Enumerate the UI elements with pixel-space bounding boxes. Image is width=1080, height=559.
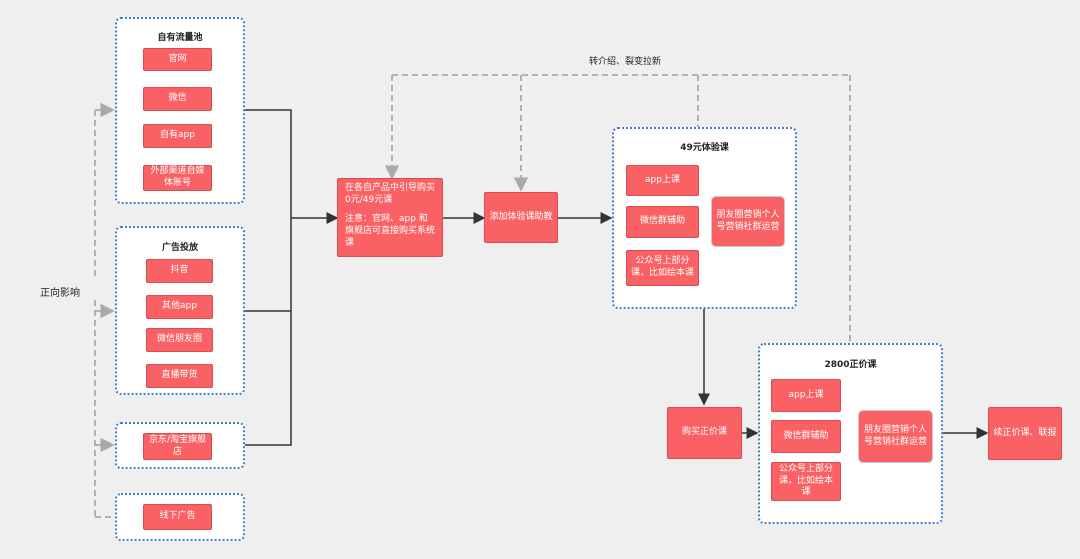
- solid-connectors: [245, 109, 989, 446]
- positive-influence-lines: [94, 102, 115, 518]
- guide-title-text: 在各自产品中引导购买0元/49元课: [345, 183, 436, 205]
- node-wechat: 微信: [143, 87, 212, 111]
- group-own-traffic-title: 自有流量池: [157, 33, 203, 43]
- node-trial-official-account: 公众号上部分课，比如绘本课: [626, 250, 699, 286]
- referral-label: 转介绍、裂变拉新: [589, 57, 662, 67]
- node-offline-ads: 线下广告: [143, 504, 212, 530]
- node-flagship-store: 京东/淘宝旗舰店: [143, 433, 212, 460]
- group-ads-title: 广告投放: [161, 243, 198, 253]
- node-renew: 续正价课、联报: [988, 407, 1062, 460]
- node-official-site: 官网: [143, 48, 212, 71]
- node-external-media: 外部渠道自媒体账号: [143, 165, 212, 191]
- node-full-marketing: 朋友圈营销个人号营销社群运营: [858, 410, 933, 463]
- referral-loop: [384, 74, 851, 343]
- node-other-app: 其他app: [146, 295, 213, 319]
- group-trial-title: 49元体验课: [680, 143, 729, 153]
- node-douyin: 抖音: [146, 259, 213, 283]
- node-trial-app: app上课: [626, 165, 699, 196]
- node-moments: 微信朋友圈: [146, 328, 213, 352]
- node-full-wechat-group: 微信群辅助: [771, 420, 841, 453]
- node-full-app: app上课: [771, 379, 841, 412]
- node-full-official-account: 公众号上部分课，比如绘本课: [771, 462, 841, 501]
- node-live-sales: 直播带货: [146, 364, 213, 388]
- node-own-app: 自有app: [143, 124, 212, 148]
- node-guide-purchase: 在各自产品中引导购买0元/49元课 注意：官网、app 和旗舰店可直接购买系统课: [337, 178, 443, 257]
- positive-influence-label: 正向影响: [40, 288, 80, 299]
- group-full-title: 2800正价课: [824, 360, 877, 370]
- node-add-assistant: 添加体验课助教: [484, 192, 558, 243]
- guide-note-text: 注意：官网、app 和旗舰店可直接购买系统课: [345, 214, 436, 248]
- group-offline: [115, 493, 245, 541]
- node-buy-full-course: 购买正价课: [667, 407, 742, 459]
- node-trial-marketing: 朋友圈营销个人号营销社群运营: [711, 196, 785, 247]
- node-trial-wechat-group: 微信群辅助: [626, 206, 699, 238]
